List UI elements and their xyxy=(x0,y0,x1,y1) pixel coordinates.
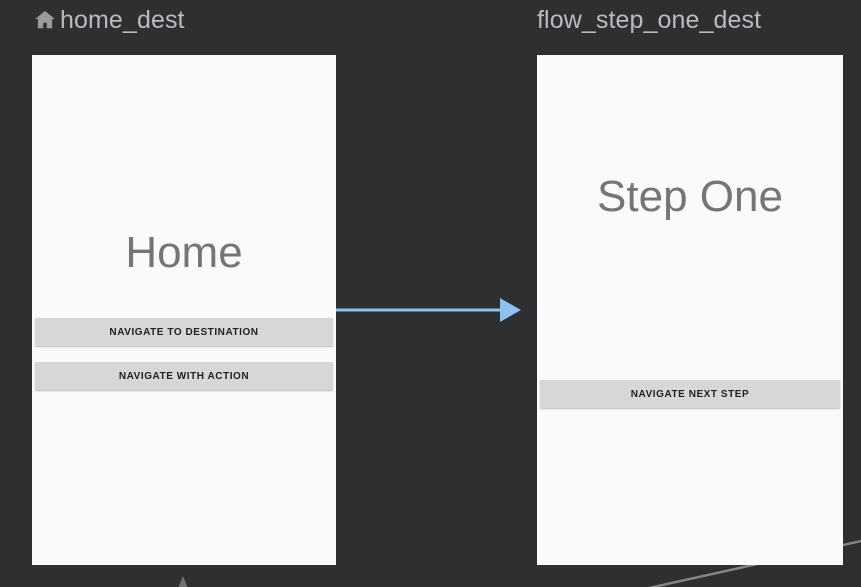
destination-flow-step-one-label: flow_step_one_dest xyxy=(537,0,761,40)
action-arrow-home-to-flow-step-one[interactable] xyxy=(330,294,530,328)
destination-home[interactable]: home_dest Home NAVIGATE TO DESTINATION N… xyxy=(32,0,336,565)
action-arrow-head xyxy=(500,298,521,322)
flow-step-one-screen-title: Step One xyxy=(597,172,783,221)
bottom-arrow-stub xyxy=(178,576,188,587)
destination-home-label: home_dest xyxy=(32,0,185,40)
destination-flow-step-one[interactable]: flow_step_one_dest Step One NAVIGATE NEX… xyxy=(537,0,843,565)
home-icon xyxy=(32,7,58,33)
navigate-next-step-button[interactable]: NAVIGATE NEXT STEP xyxy=(540,380,840,408)
destination-flow-step-one-frame[interactable]: Step One NAVIGATE NEXT STEP xyxy=(537,55,843,565)
destination-flow-step-one-label-text: flow_step_one_dest xyxy=(537,5,762,34)
home-preview: Home NAVIGATE TO DESTINATION NAVIGATE WI… xyxy=(32,55,336,565)
navigate-with-action-button[interactable]: NAVIGATE WITH ACTION xyxy=(35,362,333,390)
navigate-to-destination-button[interactable]: NAVIGATE TO DESTINATION xyxy=(35,318,333,346)
destination-home-label-text: home_dest xyxy=(60,5,185,34)
flow-step-one-preview: Step One NAVIGATE NEXT STEP xyxy=(537,55,843,565)
destination-home-frame[interactable]: Home NAVIGATE TO DESTINATION NAVIGATE WI… xyxy=(32,55,336,565)
home-screen-title: Home xyxy=(125,228,243,277)
